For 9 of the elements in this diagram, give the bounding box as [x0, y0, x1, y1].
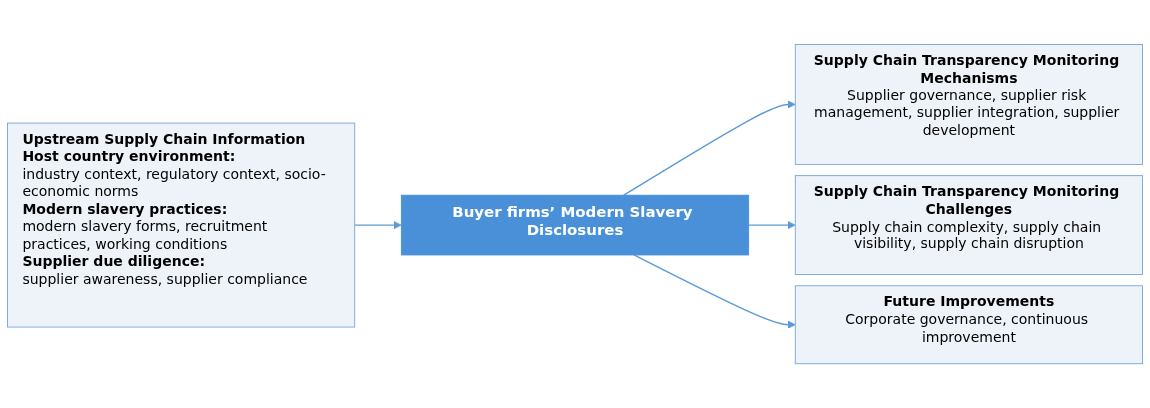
arrow: [354, 220, 402, 230]
arrow: [623, 100, 796, 196]
node-box: Future Improvements Corporate governance, continuous improvement: [794, 285, 1143, 365]
node-box: Upstream Supply Chain Information Host country environment: industry context, regulatory context, socio-economic norms Modern slavery practices: modern slavery forms, recruitment practices, working conditions Supplier due diligence: supplier awareness, supplier compliance: [7, 122, 356, 328]
node-box: Supply Chain Transparency Monitoring Mechanisms Supplier governance, supplier risk management, supplier integration, supplier development: [794, 43, 1143, 165]
arrow: [633, 254, 796, 329]
node-box: Supply Chain Transparency Monitoring Challenges Supply chain complexity, supply chain visibility, supply chain disruption: [794, 175, 1143, 275]
arrow: [747, 220, 796, 230]
node-box: Buyer firms’ Modern Slavery Disclosures: [400, 194, 750, 256]
